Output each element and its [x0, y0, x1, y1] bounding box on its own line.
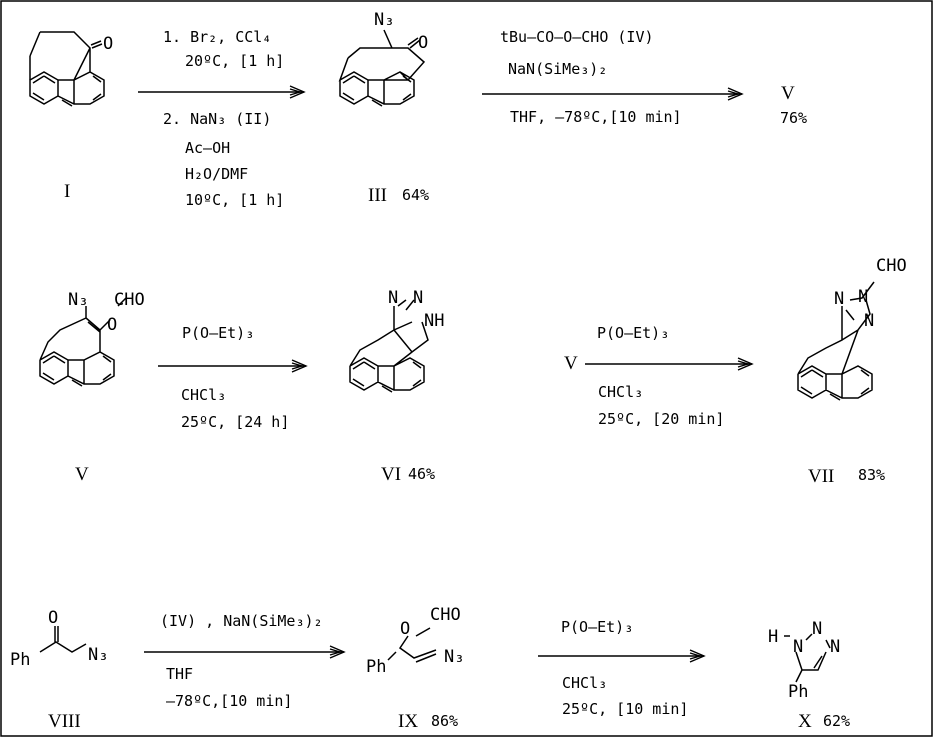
step6-arrow: [538, 649, 706, 663]
step1-line2: 20ºC, [1 h]: [185, 52, 284, 70]
step1-arrow: [138, 85, 306, 99]
step4-reactant: V: [564, 353, 578, 374]
step6-line3: 25ºC, [10 min]: [562, 700, 688, 718]
compound-VIII-label: VIII: [48, 711, 81, 732]
compound-VI-structure: N N NH: [349, 288, 444, 393]
step4-line1: P(O–Et)₃: [597, 324, 669, 342]
compound-VI-label: VI: [381, 464, 401, 485]
compound-VII-bonds: [797, 281, 875, 401]
compound-VII-nitrogen-3: N: [864, 311, 874, 331]
compound-V-bonds: [39, 297, 127, 387]
compound-X-phenyl: Ph: [788, 682, 808, 702]
compound-V-azide: N₃: [68, 290, 88, 310]
compound-VII-aldehyde: CHO: [876, 256, 907, 276]
compound-VII-yield: 83%: [858, 466, 885, 484]
step1-line5: H₂O/DMF: [185, 165, 248, 183]
compound-X-yield: 62%: [823, 712, 850, 730]
compound-III-azide: N₃: [374, 10, 394, 30]
compound-VIII-azide: N₃: [88, 645, 108, 665]
compound-IX-bonds: [387, 627, 437, 663]
compound-I-structure: O: [29, 31, 113, 107]
compound-IX-oxygen: O: [400, 619, 410, 639]
step1-line3: 2. NaN₃ (II): [163, 110, 271, 128]
step6-line2: CHCl₃: [562, 674, 607, 692]
compound-I-label: I: [64, 181, 70, 202]
compound-VII-structure: CHO N N N: [797, 256, 907, 401]
compound-X-label: X: [798, 711, 812, 732]
compound-VI-yield: 46%: [408, 465, 435, 483]
step3-line1: P(O–Et)₃: [182, 324, 254, 342]
compound-V-label: V: [75, 464, 89, 485]
step2-line1: tBu—CO—O—CHO (IV): [500, 28, 654, 46]
compound-VIII-bonds: [39, 626, 87, 653]
compound-III-bonds: [338, 29, 426, 107]
step4-line2: CHCl₃: [598, 383, 643, 401]
compound-X-nitrogen-2: N: [812, 619, 822, 639]
step1-line4: Ac–OH: [185, 139, 230, 157]
compound-V-structure: N₃ O CHO: [39, 290, 145, 387]
compound-X-bonds: [784, 633, 831, 683]
compound-III-label: III: [368, 185, 387, 206]
step1-line6: 10ºC, [1 h]: [185, 191, 284, 209]
compound-IX-aldehyde: CHO: [430, 605, 461, 625]
compound-V-product-label: V: [781, 83, 795, 104]
compound-IX-structure: O CHO Ph N₃: [366, 605, 464, 677]
compound-I-bonds: [29, 31, 105, 107]
compound-VI-nitrogen-2: N: [413, 288, 423, 308]
compound-VI-nitrogen-1: N: [388, 288, 398, 308]
compound-VII-label: VII: [808, 466, 834, 487]
compound-VII-nitrogen-2: N: [858, 287, 868, 307]
compound-VIII-phenyl: Ph: [10, 650, 30, 670]
step5-line2: THF: [166, 665, 193, 683]
compound-X-hydrogen: H: [768, 627, 778, 647]
compound-V-aldehyde: CHO: [114, 290, 145, 310]
compound-IX-azide: N₃: [444, 647, 464, 667]
compound-III-oxygen: O: [418, 33, 428, 53]
compound-VI-nh: NH: [424, 311, 444, 331]
compound-VIII-oxygen: O: [48, 608, 58, 628]
compound-X-nitrogen-1: N: [793, 637, 803, 657]
step5-arrow: [144, 645, 346, 659]
compound-VI-bonds: [349, 299, 429, 393]
step3-arrow: [158, 359, 308, 373]
compound-IX-phenyl: Ph: [366, 657, 386, 677]
step3-line3: 25ºC, [24 h]: [181, 413, 289, 431]
compound-X-nitrogen-3: N: [830, 637, 840, 657]
compound-III-structure: N₃ O: [338, 10, 428, 107]
compound-VII-nitrogen-1: N: [834, 289, 844, 309]
compound-IX-yield: 86%: [431, 712, 458, 730]
step2-line2: NaN(SiMe₃)₂: [508, 60, 607, 78]
step3-line2: CHCl₃: [181, 386, 226, 404]
compound-IX-label: IX: [398, 711, 418, 732]
step5-line1: (IV) , NaN(SiMe₃)₂: [160, 612, 323, 630]
step2-line3: THF, –78ºC,[10 min]: [510, 108, 682, 126]
step5-line3: –78ºC,[10 min]: [166, 692, 292, 710]
step1-line1: 1. Br₂, CCl₄: [163, 28, 271, 46]
step2-arrow: [482, 87, 744, 101]
compound-X-structure: H N N N Ph: [768, 619, 840, 702]
step4-line3: 25ºC, [20 min]: [598, 410, 724, 428]
compound-VIII-structure: O Ph N₃: [10, 608, 108, 670]
compound-III-yield: 64%: [402, 186, 429, 204]
compound-I-oxygen: O: [103, 34, 113, 54]
compound-V-yield: 76%: [780, 109, 807, 127]
step6-line1: P(O–Et)₃: [561, 618, 633, 636]
compound-V-oxygen: O: [107, 315, 117, 335]
step4-arrow: [585, 357, 754, 371]
